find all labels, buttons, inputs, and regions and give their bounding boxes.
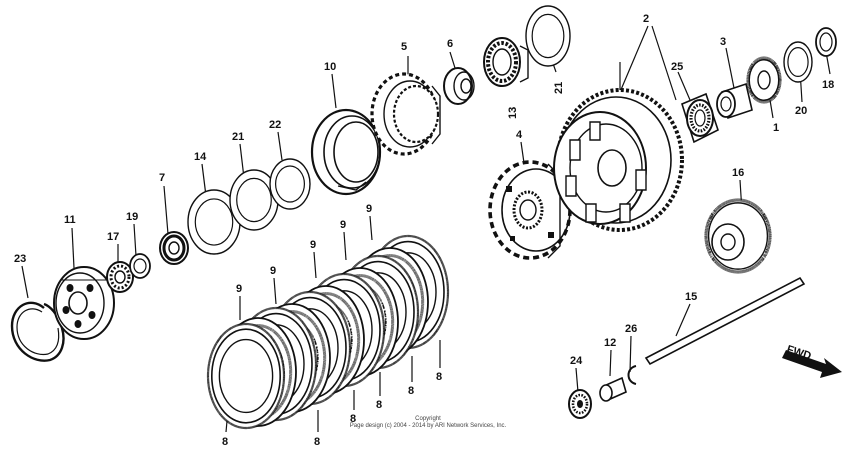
part-15-lifter-rod[interactable] (646, 278, 804, 364)
part-22-judder-spring[interactable] (270, 159, 310, 209)
callout-8[interactable]: 8 (436, 371, 442, 383)
copyright-line-1: Copyright (415, 416, 441, 422)
callout-22[interactable]: 22 (269, 119, 281, 131)
callout-9[interactable]: 9 (236, 283, 242, 295)
callout-13[interactable]: 13 (507, 107, 519, 119)
callout-21-upper[interactable]: 21 (553, 82, 565, 94)
callout-23[interactable]: 23 (14, 253, 26, 265)
callout-8[interactable]: 8 (376, 399, 382, 411)
callout-14[interactable]: 14 (194, 151, 207, 163)
part-18-washer[interactable] (816, 28, 836, 56)
callout-5[interactable]: 5 (401, 41, 407, 53)
part-7-lifter-piece[interactable] (160, 232, 188, 264)
callout-11[interactable]: 11 (64, 214, 76, 226)
copyright-line-2: Page design (c) 2004 - 2014 by ARI Netwo… (349, 423, 507, 429)
callout-17[interactable]: 17 (107, 231, 119, 243)
part-10-seat-ring[interactable] (312, 110, 380, 194)
callout-9[interactable]: 9 (310, 239, 316, 251)
part-2-clutch-outer[interactable] (554, 90, 682, 230)
part-20-washer[interactable] (784, 42, 812, 82)
callout-26[interactable]: 26 (625, 323, 637, 335)
callout-9[interactable]: 9 (270, 265, 276, 277)
callout-8[interactable]: 8 (314, 436, 320, 448)
callout-20[interactable]: 20 (795, 105, 807, 117)
part-9-plate[interactable] (208, 324, 284, 428)
callout-4[interactable]: 4 (516, 129, 523, 141)
part-5-clutch-center[interactable] (372, 74, 440, 154)
copyright-notice: Copyright Page design (c) 2004 - 2014 by… (318, 416, 538, 430)
callout-19[interactable]: 19 (126, 211, 138, 223)
callout-12[interactable]: 12 (604, 337, 616, 349)
callout-10[interactable]: 10 (324, 61, 336, 73)
callout-16[interactable]: 16 (732, 167, 744, 179)
part-6-bushing[interactable] (444, 68, 474, 104)
part-21-washer-upper[interactable] (526, 6, 570, 66)
callout-labels: 2 3 1 20 18 25 21 13 6 5 10 4 22 21 14 7… (14, 13, 834, 448)
callout-8[interactable]: 8 (222, 436, 228, 448)
callout-7[interactable]: 7 (159, 172, 165, 184)
part-19-washer[interactable] (130, 254, 150, 278)
callout-24[interactable]: 24 (570, 355, 583, 367)
part-3-collar[interactable] (717, 84, 752, 118)
callout-6[interactable]: 6 (447, 38, 453, 50)
part-11-pressure-plate[interactable] (54, 267, 114, 339)
part-1-sprocket[interactable] (748, 58, 780, 102)
part-25-needle-bearing[interactable] (682, 94, 718, 142)
callout-9[interactable]: 9 (340, 219, 346, 231)
part-13-needle-bearing[interactable] (484, 38, 528, 86)
callout-8[interactable]: 8 (350, 413, 356, 425)
part-24-bearing[interactable] (569, 390, 591, 418)
callout-18[interactable]: 18 (822, 79, 834, 91)
part-12-lifter-piece[interactable] (600, 378, 626, 401)
part-17-bearing[interactable] (107, 262, 133, 292)
callout-15[interactable]: 15 (685, 291, 697, 303)
callout-1[interactable]: 1 (773, 122, 779, 134)
callout-2[interactable]: 2 (643, 13, 649, 25)
callout-8[interactable]: 8 (408, 385, 414, 397)
callout-25[interactable]: 25 (671, 61, 683, 73)
callout-21[interactable]: 21 (232, 131, 244, 143)
part-26-clip[interactable] (629, 366, 637, 384)
clutch-plate-stack (208, 236, 448, 428)
part-16-oil-pump-gear[interactable] (706, 200, 770, 272)
callout-3[interactable]: 3 (720, 36, 726, 48)
forward-direction-indicator: FWD (782, 343, 842, 378)
callout-9[interactable]: 9 (366, 203, 372, 215)
